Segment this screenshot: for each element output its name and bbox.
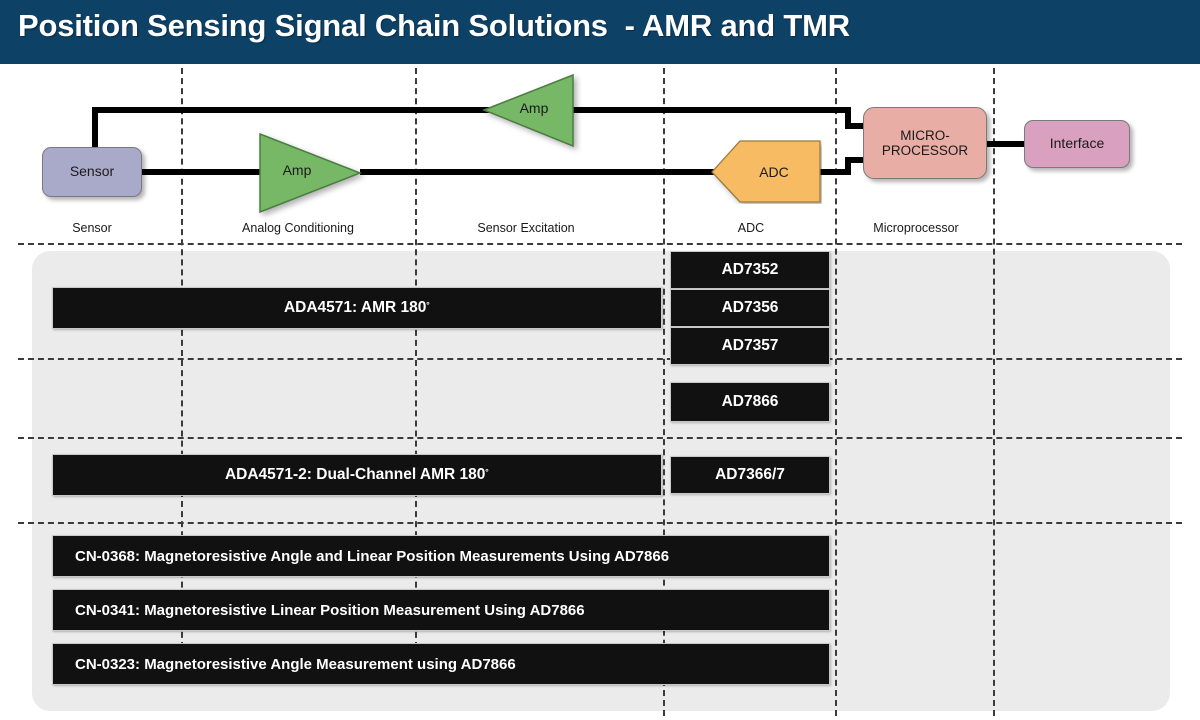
caption-microprocessor: Microprocessor (873, 221, 959, 235)
caption-adc: ADC (737, 221, 765, 235)
caption-sensor: Sensor (72, 221, 112, 235)
caption-sensor-excitation: Sensor Excitation (477, 221, 575, 235)
block-micro-label-line1: MICRO- (900, 127, 950, 143)
product-bar-ad7357-label: AD7357 (721, 337, 779, 354)
diagram-canvas: Sensor Amp Amp ADC MICRO- PROCESSOR Inte… (0, 64, 1200, 720)
signal-wires (92, 107, 1026, 175)
product-bar-ad7352-label: AD7352 (721, 261, 779, 278)
block-adc-label: ADC (759, 164, 789, 180)
column-divider-4 (835, 68, 837, 716)
product-bar-ad7357[interactable]: AD7357 (670, 327, 830, 365)
block-amp-upper-label: Amp (519, 100, 549, 116)
product-bar-ad7366-7-label: AD7366/7 (715, 466, 785, 483)
block-micro-label-line2: PROCESSOR (881, 143, 969, 158)
block-interface-label: Interface (1049, 135, 1105, 152)
block-amp-sensor-excitation[interactable]: Amp (481, 73, 575, 148)
block-amp-analog-conditioning[interactable]: Amp (258, 132, 363, 214)
product-bar-ad7352[interactable]: AD7352 (670, 251, 830, 289)
product-bar-ada4571[interactable]: ADA4571: AMR 180˚ (52, 287, 662, 329)
circuit-note-cn-0341-label: CN-0341: Magnetoresistive Linear Positio… (75, 601, 585, 619)
product-bar-ada4571-label: ADA4571: AMR 180 (283, 299, 427, 316)
block-microprocessor[interactable]: MICRO- PROCESSOR (863, 107, 987, 179)
row-divider-1 (18, 358, 1182, 360)
product-bar-ad7366-7[interactable]: AD7366/7 (670, 456, 830, 494)
circuit-note-cn-0368-label: CN-0368: Magnetoresistive Angle and Line… (75, 547, 670, 565)
block-amp-lower-label: Amp (282, 162, 312, 178)
product-bar-ada4571-2-label: ADA4571-2: Dual-Channel AMR 180 (224, 466, 486, 483)
block-adc[interactable] (710, 140, 822, 204)
row-divider-2 (18, 437, 1182, 439)
circuit-note-cn-0368[interactable]: CN-0368: Magnetoresistive Angle and Line… (52, 535, 830, 577)
circuit-note-cn-0341[interactable]: CN-0341: Magnetoresistive Linear Positio… (52, 589, 830, 631)
header-bar: Position Sensing Signal Chain Solutions … (0, 0, 1200, 64)
caption-analog-conditioning: Analog Conditioning (242, 221, 354, 235)
row-divider-3 (18, 522, 1182, 524)
block-sensor[interactable]: Sensor (42, 147, 142, 197)
row-divider-top (18, 243, 1182, 245)
product-bar-ad7866-label: AD7866 (721, 393, 779, 410)
circuit-note-cn-0323-label: CN-0323: Magnetoresistive Angle Measurem… (75, 655, 516, 673)
product-bar-ada4571-2[interactable]: ADA4571-2: Dual-Channel AMR 180˚ (52, 454, 662, 496)
product-bar-ad7356-label: AD7356 (721, 299, 779, 316)
product-bar-ad7356[interactable]: AD7356 (670, 289, 830, 327)
circuit-note-cn-0323[interactable]: CN-0323: Magnetoresistive Angle Measurem… (52, 643, 830, 685)
page-title: Position Sensing Signal Chain Solutions … (18, 8, 850, 43)
column-divider-5 (993, 68, 995, 716)
product-bar-ad7866[interactable]: AD7866 (670, 382, 830, 422)
block-interface[interactable]: Interface (1024, 120, 1130, 168)
column-divider-3 (663, 68, 665, 716)
block-sensor-label: Sensor (69, 163, 115, 180)
